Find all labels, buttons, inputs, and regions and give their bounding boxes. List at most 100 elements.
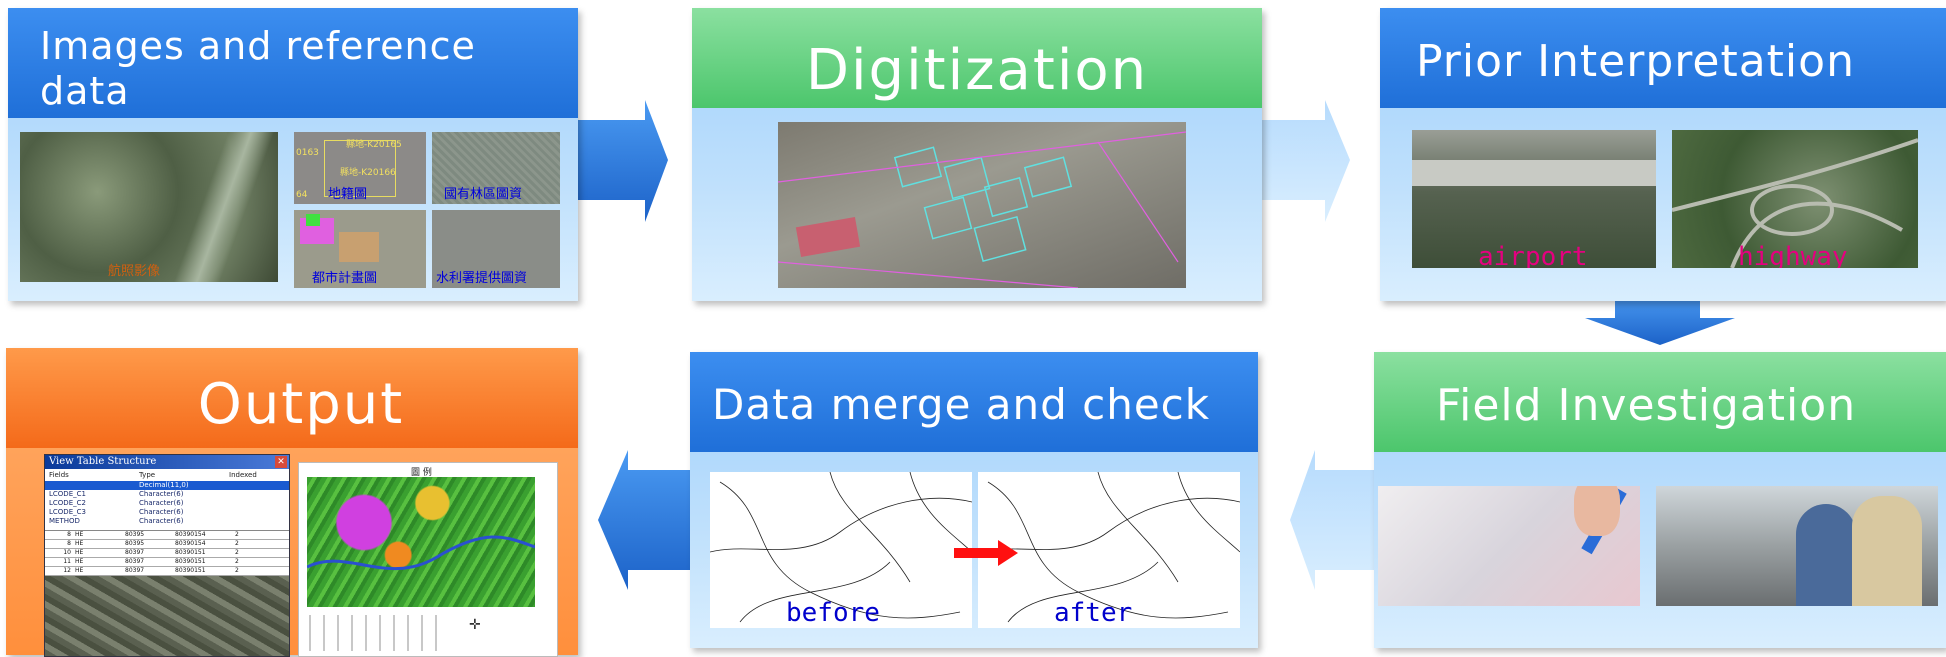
cell: 80390151 — [175, 549, 206, 556]
prior-interpretation-title: Prior Interpretation — [1416, 36, 1855, 87]
cell: 2 — [235, 540, 239, 547]
tile-label: 地籍圖 — [328, 187, 368, 202]
cell: HE — [75, 567, 84, 574]
aerial-photo: 航照影像 — [20, 132, 278, 282]
field-map-photo — [1378, 486, 1640, 606]
arrow-digitization-to-prior — [1255, 100, 1350, 222]
cell: HE — [75, 531, 84, 538]
field-name: LCODE_C3 — [49, 508, 86, 516]
field-name: LCODE_C1 — [49, 490, 86, 498]
airport-image: airport — [1412, 130, 1656, 268]
parcel-outlines — [778, 131, 1186, 288]
images-panel-header: Images and reference data — [8, 8, 578, 118]
table-row[interactable]: 8 HE 80395 80390154 2 — [45, 540, 289, 549]
field-investigation-header: Field Investigation — [1374, 352, 1946, 452]
table-structure-window: View Table Structure ✕ Fields Type Index… — [44, 454, 290, 657]
after-map-lines — [978, 472, 1240, 623]
cell: HE — [75, 558, 84, 565]
field-type: Character(6) — [139, 517, 184, 525]
field-investigation-title: Field Investigation — [1436, 380, 1857, 431]
forest-map-tile: 國有林區圖資 — [432, 132, 560, 204]
digitization-panel-title: Digitization — [805, 38, 1149, 103]
field-type: Decimal(11,0) — [139, 481, 189, 489]
prior-interpretation-panel: Prior Interpretation airport highway — [1380, 8, 1946, 301]
cell: 80395 — [125, 531, 145, 538]
cell: 80390151 — [175, 567, 206, 574]
cell: 80390154 — [175, 531, 206, 538]
airport-label: airport — [1478, 242, 1588, 268]
merge-red-arrow — [954, 540, 1018, 566]
before-label: before — [786, 598, 880, 628]
land-use-map: 圖 例 ✛ — [298, 462, 558, 657]
map-title: 圖 例 — [411, 468, 432, 478]
table-row[interactable]: 8 HE 80395 80390154 2 — [45, 531, 289, 540]
field-type: Character(6) — [139, 508, 184, 516]
cell: 2 — [235, 549, 239, 556]
arrow-field-to-merge — [1290, 450, 1385, 590]
tile-label: 國有林區圖資 — [444, 187, 523, 202]
tile-note: 縣地-K20166 — [340, 168, 396, 178]
tile-note: 縣地-K20165 — [346, 140, 402, 150]
digitization-image — [778, 122, 1186, 288]
highway-lines — [1672, 138, 1918, 268]
cell: 80397 — [125, 567, 145, 574]
field-investigation-panel: Field Investigation — [1374, 352, 1946, 648]
window-close-button[interactable]: ✕ — [275, 456, 287, 468]
urban-plan-tile: 都市計畫圖 — [294, 210, 426, 288]
cell: 2 — [235, 558, 239, 565]
arrow-prior-to-field — [1585, 295, 1735, 345]
cell: 80395 — [125, 540, 145, 547]
field-team-photo — [1656, 486, 1938, 606]
images-panel: Images and reference data 航照影像 縣地-K20165… — [8, 8, 578, 301]
arrow-images-to-digitization — [575, 100, 668, 222]
aerial-photo-caption: 航照影像 — [108, 264, 161, 279]
field-row[interactable]: Decimal(11,0) — [45, 481, 289, 490]
digitization-panel-header: Digitization — [692, 8, 1262, 108]
cell: 12 — [63, 567, 71, 574]
cell: 8 — [67, 540, 71, 547]
cell: HE — [75, 549, 84, 556]
field-type: Character(6) — [139, 499, 184, 507]
merge-panel: Data merge and check before after — [690, 352, 1258, 648]
cell: 2 — [235, 531, 239, 538]
water-agency-tile: 水利署提供圖資 — [432, 210, 560, 288]
cell: 80390154 — [175, 540, 206, 547]
cell: 8 — [67, 531, 71, 538]
map-legend — [309, 615, 439, 651]
output-panel: Output View Table Structure ✕ Fields Typ… — [6, 348, 578, 657]
output-panel-header: Output — [6, 348, 578, 448]
merge-panel-title: Data merge and check — [712, 380, 1211, 429]
window-titlebar: View Table Structure ✕ — [45, 455, 289, 469]
cadastral-map-tile: 縣地-K20165 縣地-K20166 0163 64 地籍圖 — [294, 132, 426, 204]
prior-interpretation-header: Prior Interpretation — [1380, 8, 1946, 108]
field-row[interactable]: LCODE_C3 Character(6) — [45, 508, 289, 517]
arrow-merge-to-output — [598, 450, 700, 590]
land-use-raster — [306, 477, 536, 607]
tile-label: 都市計畫圖 — [312, 271, 378, 286]
field-name — [49, 481, 139, 490]
north-arrow-icon: ✛ — [469, 617, 481, 633]
cell: 11 — [63, 558, 71, 565]
tile-label: 水利署提供圖資 — [436, 271, 528, 286]
column-header: Indexed — [229, 471, 257, 479]
tile-note: 64 — [296, 190, 308, 200]
window-title: View Table Structure — [49, 456, 157, 467]
column-header: Fields — [49, 471, 69, 479]
images-panel-title: Images and reference data — [40, 24, 476, 113]
cell: 80397 — [125, 558, 145, 565]
before-map: before — [710, 472, 972, 628]
field-row[interactable]: LCODE_C1 Character(6) — [45, 490, 289, 499]
column-header: Type — [139, 471, 156, 479]
cell: 10 — [63, 549, 71, 556]
field-type: Character(6) — [139, 490, 184, 498]
output-panel-title: Output — [197, 372, 405, 437]
cell: HE — [75, 540, 84, 547]
tile-note: 0163 — [296, 148, 319, 158]
